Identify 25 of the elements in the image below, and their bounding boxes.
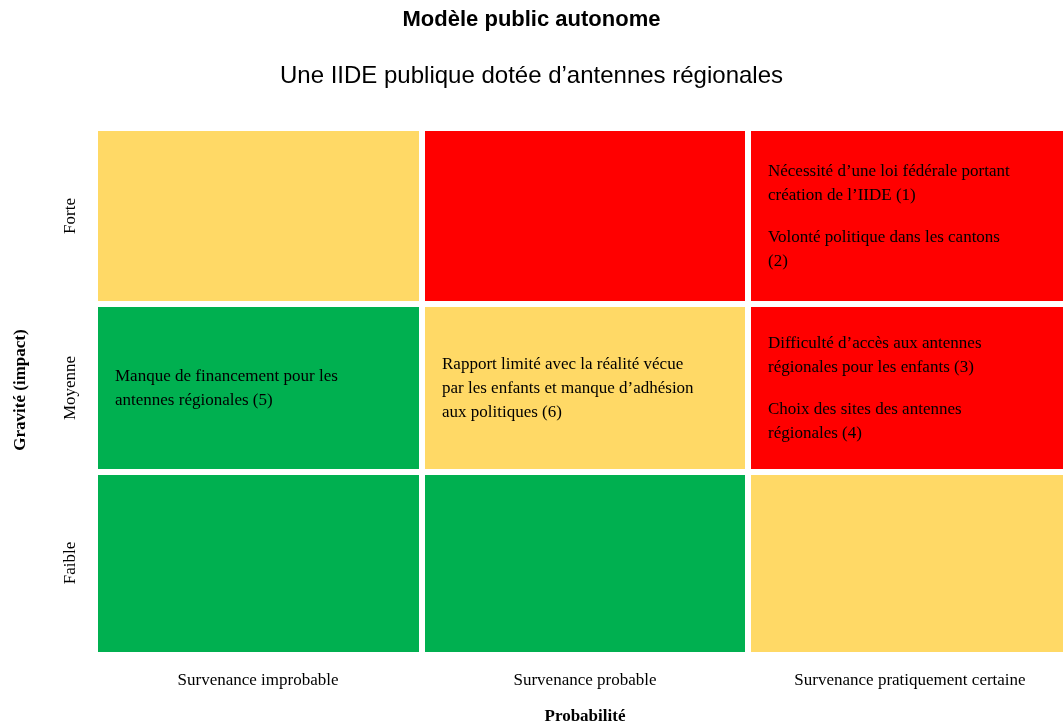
axis-title: Gravité (impact) xyxy=(10,329,30,451)
risk-text: Volonté politique dans les cantons (2) xyxy=(768,226,1001,272)
risk-cell xyxy=(751,475,1063,652)
row-label: Faible xyxy=(60,541,80,585)
risk-cell xyxy=(98,475,419,652)
risk-cell xyxy=(751,131,1063,301)
subtitle: Une IIDE publique dotée d’antennes régionales xyxy=(279,61,784,89)
title: Modèle public autonome xyxy=(401,6,662,32)
row-label: Forte xyxy=(60,198,80,234)
risk-text: Difficulté d’accès aux antennes régionales pour les enfants (3) xyxy=(768,332,983,378)
risk-text: Rapport limité avec la réalité vécue par les enfants et manque d’adhésion aux politiques (6) xyxy=(442,353,695,423)
risk-cell xyxy=(98,131,419,301)
risk-cell xyxy=(98,307,419,469)
risk-cell xyxy=(425,307,745,469)
column-label: Survenance improbable xyxy=(177,670,339,690)
risk-cell xyxy=(751,307,1063,469)
risk-text: Manque de financement pour les antennes régionales (5) xyxy=(115,365,339,411)
column-label: Survenance probable xyxy=(513,670,657,690)
risk-text: Nécessité d’une loi fédérale portant création de l’IIDE (1) xyxy=(768,160,1011,206)
row-label: Moyenne xyxy=(60,355,80,421)
risk-cell xyxy=(425,131,745,301)
risk-text: Choix des sites des antennes régionales (4) xyxy=(768,398,963,444)
column-label: Survenance pratiquement certaine xyxy=(794,670,1026,690)
risk-cell xyxy=(425,475,745,652)
axis-title: Probabilité xyxy=(544,706,626,726)
